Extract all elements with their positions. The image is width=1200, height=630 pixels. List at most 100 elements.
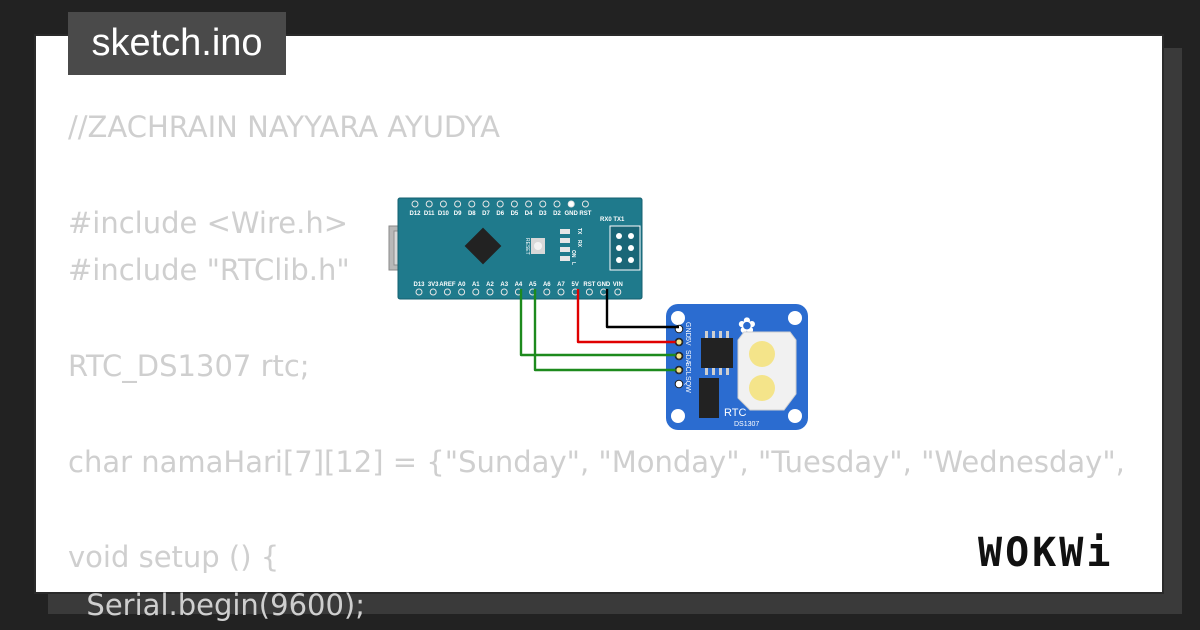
file-name-tab[interactable]: sketch.ino <box>68 12 286 75</box>
pin-header-bottom[interactable] <box>585 288 593 296</box>
crystal <box>699 378 719 418</box>
led-label: TX <box>576 228 582 235</box>
pin-header-top[interactable] <box>439 200 447 208</box>
pin-header-bottom[interactable] <box>415 288 423 296</box>
pin-label-bottom: RST <box>583 282 595 288</box>
rtc-pin-label: SDA <box>684 350 691 365</box>
rtc-chip <box>701 338 733 368</box>
pin-header-top[interactable] <box>411 200 419 208</box>
pin-label-bottom: GND <box>597 282 611 288</box>
rtc-pin-label: 5V <box>684 337 691 346</box>
pin-header-top[interactable] <box>510 200 518 208</box>
pin-header-top[interactable] <box>468 200 476 208</box>
pin-label-bottom: VIN <box>613 282 623 288</box>
pin-label-top: D10 <box>438 211 450 217</box>
pin-label-bottom: A7 <box>557 282 565 288</box>
pin-label-bottom: A0 <box>458 282 466 288</box>
bottom-pin-row <box>415 288 622 296</box>
pin-label-top: RST <box>579 211 591 217</box>
wire-scl[interactable] <box>533 289 679 372</box>
brand-name: WOKWi <box>978 530 1113 574</box>
preview-card <box>34 34 1164 594</box>
wire-gnd[interactable] <box>605 289 679 329</box>
pin-label-top: D3 <box>539 211 547 217</box>
wire-sda[interactable] <box>519 289 679 357</box>
pin-header-top[interactable] <box>496 200 504 208</box>
battery-holder <box>737 331 797 411</box>
pin-header-top[interactable] <box>553 200 561 208</box>
pin-header-top[interactable] <box>539 200 547 208</box>
code-line: RTC_DS1307 rtc; <box>68 348 310 383</box>
pin-label-bottom: A2 <box>486 282 494 288</box>
mount-hole <box>788 409 802 423</box>
pin-label-bottom: 5V <box>572 282 579 288</box>
pin-label-bottom: A6 <box>543 282 551 288</box>
pin-header-top[interactable] <box>482 200 490 208</box>
pin-header-top[interactable] <box>454 200 462 208</box>
led-label: L <box>570 262 576 265</box>
pin-header-bottom[interactable] <box>500 288 508 296</box>
mount-hole <box>671 409 685 423</box>
pad-highlights <box>675 338 683 374</box>
pin-header-bottom[interactable] <box>486 288 494 296</box>
pin-header-bottom[interactable] <box>600 288 608 296</box>
pin-header-bottom[interactable] <box>472 288 480 296</box>
rtc-module[interactable]: ✿ RTC DS1307 GND 5V SDA SCL SQW <box>666 304 808 430</box>
mount-hole <box>671 311 685 325</box>
reset-label: RESET <box>524 238 530 255</box>
status-leds <box>560 229 570 261</box>
chip-legs <box>705 331 729 375</box>
pin-label-top: D4 <box>525 211 533 217</box>
pin-label-top: D11 <box>424 211 435 217</box>
pin-label-top: D8 <box>468 211 476 217</box>
code-line: //ZACHRAIN NAYYARA AYUDYA <box>68 110 500 144</box>
reset-button[interactable] <box>531 238 545 254</box>
pin-label-bottom: A1 <box>472 282 480 288</box>
pin-header-bottom[interactable] <box>557 288 565 296</box>
wires[interactable] <box>519 289 679 372</box>
pin-label-top: D6 <box>496 211 504 217</box>
rtc-pin-label: SCL <box>684 362 691 376</box>
top-pin-row <box>411 200 589 208</box>
pin-label-top: D7 <box>482 211 490 217</box>
pin-label-top: D9 <box>454 211 462 217</box>
rtc-label: RTC <box>724 407 746 419</box>
pin-label-bottom: A4 <box>515 282 523 288</box>
code-line: #include "RTClib.h" <box>68 253 350 288</box>
mount-hole <box>788 311 802 325</box>
pin-label-bottom: 3V3 <box>428 282 439 288</box>
pin-label-bottom: A5 <box>529 282 537 288</box>
microcontroller-chip <box>464 227 502 265</box>
led-label: ON <box>570 250 576 258</box>
pin-header-bottom[interactable] <box>429 288 437 296</box>
wire-5v[interactable] <box>576 289 679 344</box>
pin-header-top[interactable] <box>525 200 533 208</box>
pin-header-top[interactable] <box>425 200 433 208</box>
code-line: char namaHari[7][12] = {"Sunday", "Monda… <box>68 444 1125 479</box>
rtc-pin-label: SQW <box>684 376 691 393</box>
code-line: Serial.begin(9600); <box>68 587 366 622</box>
pin-label-bottom: AREF <box>439 282 456 288</box>
pin-header-top[interactable] <box>567 200 575 208</box>
rtc-pin-label: GND <box>684 322 691 338</box>
rtc-sublabel: DS1307 <box>734 421 759 428</box>
pin-label-top: D2 <box>553 211 561 217</box>
pin-label-top: GND <box>565 211 579 217</box>
pin-header-bottom[interactable] <box>614 288 622 296</box>
code-line: void setup () { <box>68 540 280 575</box>
pin-header-bottom[interactable] <box>443 288 451 296</box>
pin-label-top: D12 <box>409 211 421 217</box>
pin-label-top: D5 <box>511 211 519 217</box>
pin-header-bottom[interactable] <box>458 288 466 296</box>
pin-header-top[interactable] <box>581 200 589 208</box>
wokwi-logo: WOKWi <box>978 530 1113 574</box>
pin-header-bottom[interactable] <box>543 288 551 296</box>
icsp-header <box>609 225 641 271</box>
led-label: RX <box>576 240 582 248</box>
code-editor[interactable]: //ZACHRAIN NAYYARA AYUDYA#include <Wire.… <box>68 104 1125 630</box>
serial-pins-label: RX0 TX1 <box>600 217 625 223</box>
